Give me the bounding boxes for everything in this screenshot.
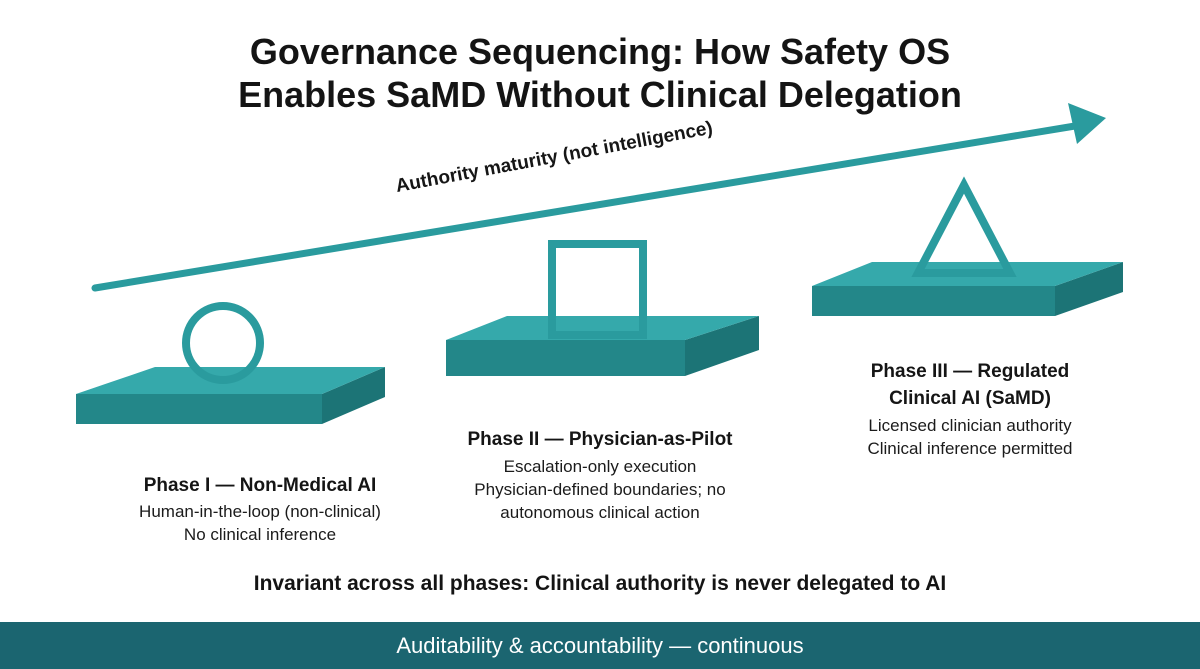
phase-3-line-2: Clinical inference permitted bbox=[867, 439, 1073, 458]
phase-1-text: Phase I — Non-Medical AI Human-in-the-lo… bbox=[60, 474, 460, 546]
phase-2-title: Phase II — Physician-as-Pilot bbox=[467, 429, 733, 450]
phase-3-line-1: Licensed clinician authority bbox=[868, 416, 1072, 435]
footer-banner: Auditability & accountability — continuo… bbox=[0, 622, 1200, 669]
phase-2-platform bbox=[446, 316, 759, 376]
invariant-statement: Invariant across all phases: Clinical au… bbox=[253, 572, 947, 595]
phase-2-text: Phase II — Physician-as-Pilot Escalation… bbox=[400, 428, 800, 524]
phase-2-line-2: Physician-defined boundaries; no bbox=[474, 480, 726, 499]
phase-3-title-line-2: Clinical AI (SaMD) bbox=[889, 388, 1051, 409]
page-title: Governance Sequencing: How Safety OS Ena… bbox=[0, 30, 1200, 116]
circle-icon bbox=[182, 302, 264, 384]
phase-1-title: Phase I — Non-Medical AI bbox=[143, 475, 377, 496]
phase-2-line-3: autonomous clinical action bbox=[500, 503, 700, 522]
phase-3-title-line-1: Phase III — Regulated bbox=[870, 361, 1070, 382]
phase-1-line-1: Human-in-the-loop (non-clinical) bbox=[139, 502, 381, 521]
title-line-2: Enables SaMD Without Clinical Delegation bbox=[238, 74, 962, 115]
phase-3-text: Phase III — Regulated Clinical AI (SaMD)… bbox=[770, 360, 1170, 460]
maturity-arrow bbox=[91, 103, 1106, 292]
triangle-icon bbox=[911, 176, 1017, 277]
phase-1-platform bbox=[76, 367, 385, 424]
footer-text: Auditability & accountability — continuo… bbox=[396, 633, 804, 658]
square-icon bbox=[548, 240, 647, 339]
phase-1-line-2: No clinical inference bbox=[183, 525, 337, 544]
title-line-1: Governance Sequencing: How Safety OS bbox=[249, 31, 951, 72]
phase-2-line-1: Escalation-only execution bbox=[503, 457, 697, 476]
